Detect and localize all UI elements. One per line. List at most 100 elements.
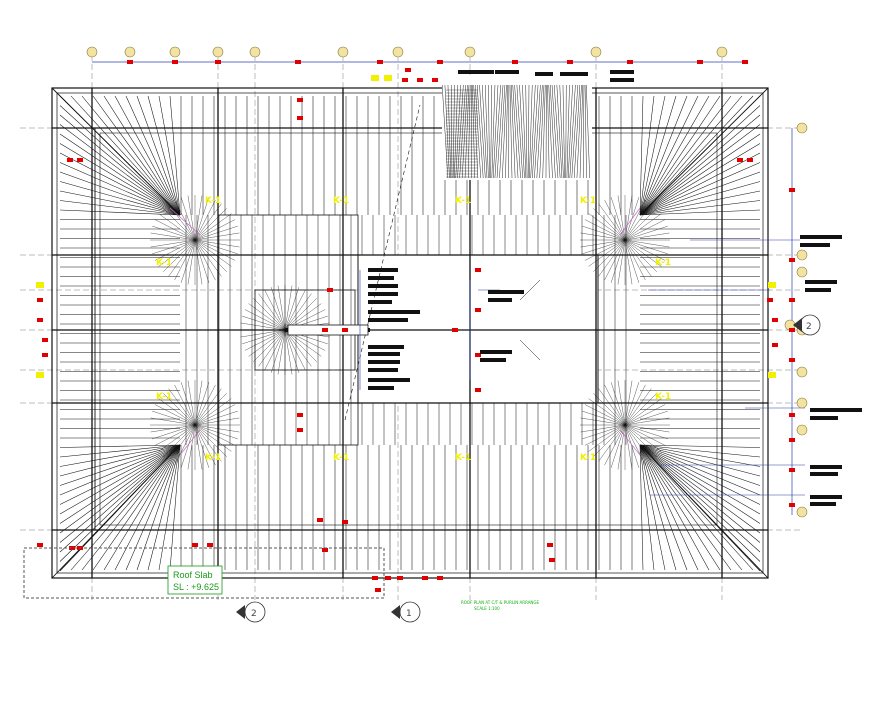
k-label: K-1 [580,453,596,463]
hatch-line [461,84,468,179]
fan-line [194,424,232,452]
hatch-line [499,84,506,179]
rafter [639,444,688,571]
fan-line [264,329,286,371]
fan-line [242,315,286,331]
hatch-line [571,84,579,179]
red-marker [437,60,443,64]
fan-line [610,424,626,468]
fan-line [158,424,196,452]
hatch-line [576,84,582,179]
red-marker [567,60,573,64]
rafter [639,444,761,477]
rafter [59,444,181,496]
rafter [639,95,655,216]
hatch-line [584,84,587,179]
red-marker [549,558,555,562]
rafter [59,143,181,216]
fan-line [174,424,196,466]
fan-line [194,213,232,241]
fan-line [180,197,196,241]
fan-line [163,424,196,457]
red-marker [42,338,48,342]
fan-line [598,239,626,277]
fan-line [194,388,222,426]
fan-line [624,404,666,426]
section-marker-2-number: 1 [406,609,412,619]
fan-line [158,213,196,241]
grid-bubble [212,46,224,58]
hatch-line [522,84,527,179]
note-block [368,386,394,390]
fan-line [194,384,216,426]
rafter [59,444,181,448]
fan-line [617,424,626,470]
red-marker [789,358,795,362]
red-marker [37,543,43,547]
hatch-line [532,84,539,179]
note-block [800,243,830,247]
hatch-line [447,84,452,179]
yellow-tag [768,282,776,288]
rafter [639,190,761,216]
hatched-area [441,75,592,180]
hatch-line [527,84,530,179]
fan-line [598,388,626,426]
yellow-tag [36,282,44,288]
rafter [639,95,644,216]
k-label: K-1 [156,258,172,268]
rafter [639,444,732,571]
fan-line [624,239,662,267]
grid-bubble [796,249,808,261]
fan-line [187,239,196,285]
note-block [480,358,506,362]
hatch-line [511,84,516,179]
fan-line [154,424,196,446]
rafter [92,444,181,571]
fan-line [168,203,196,241]
rafter [59,444,181,562]
fan-line [253,329,286,362]
grid-bubble [796,424,808,436]
red-marker [207,543,213,547]
rafter [639,444,710,571]
fan-line [610,197,626,241]
hatch-line [473,84,479,179]
fan-line [163,239,196,272]
fan-line [152,225,196,241]
note-block [810,502,836,506]
drawing-title: ROOF PLAN AT C/T & PURLIN ARRANGE [461,600,540,605]
note-block [805,288,831,292]
fan-line [610,239,626,283]
fan-line [624,384,646,426]
roof-slab-area: Roof Slab SL : +9.625 [23,547,385,599]
note-block [560,72,588,76]
rafter [125,95,181,216]
rafter [59,444,181,486]
fan-line [194,417,240,426]
note-block [535,72,553,76]
rafter [639,95,761,216]
fan-line [150,424,196,433]
fan-line [194,239,238,255]
section-cut-line [344,104,421,421]
note-block [368,268,398,272]
red-marker [417,78,423,82]
fan-line [284,285,293,331]
fan-line [258,293,286,331]
fan-line [264,289,286,331]
fan-line [624,417,670,426]
red-marker [452,328,458,332]
drawing-subtitle: SCALE 1:100 [474,606,500,611]
fan-line [194,239,210,283]
fan-line [284,329,293,375]
hatch-line [583,84,585,179]
grid-bubble [124,46,136,58]
hatch-line [559,84,564,179]
fan-line [158,239,196,267]
hatch-line [452,84,455,179]
fan-line [150,232,196,241]
note-block [810,465,842,469]
fan-line [582,239,626,255]
rafter [639,444,761,448]
